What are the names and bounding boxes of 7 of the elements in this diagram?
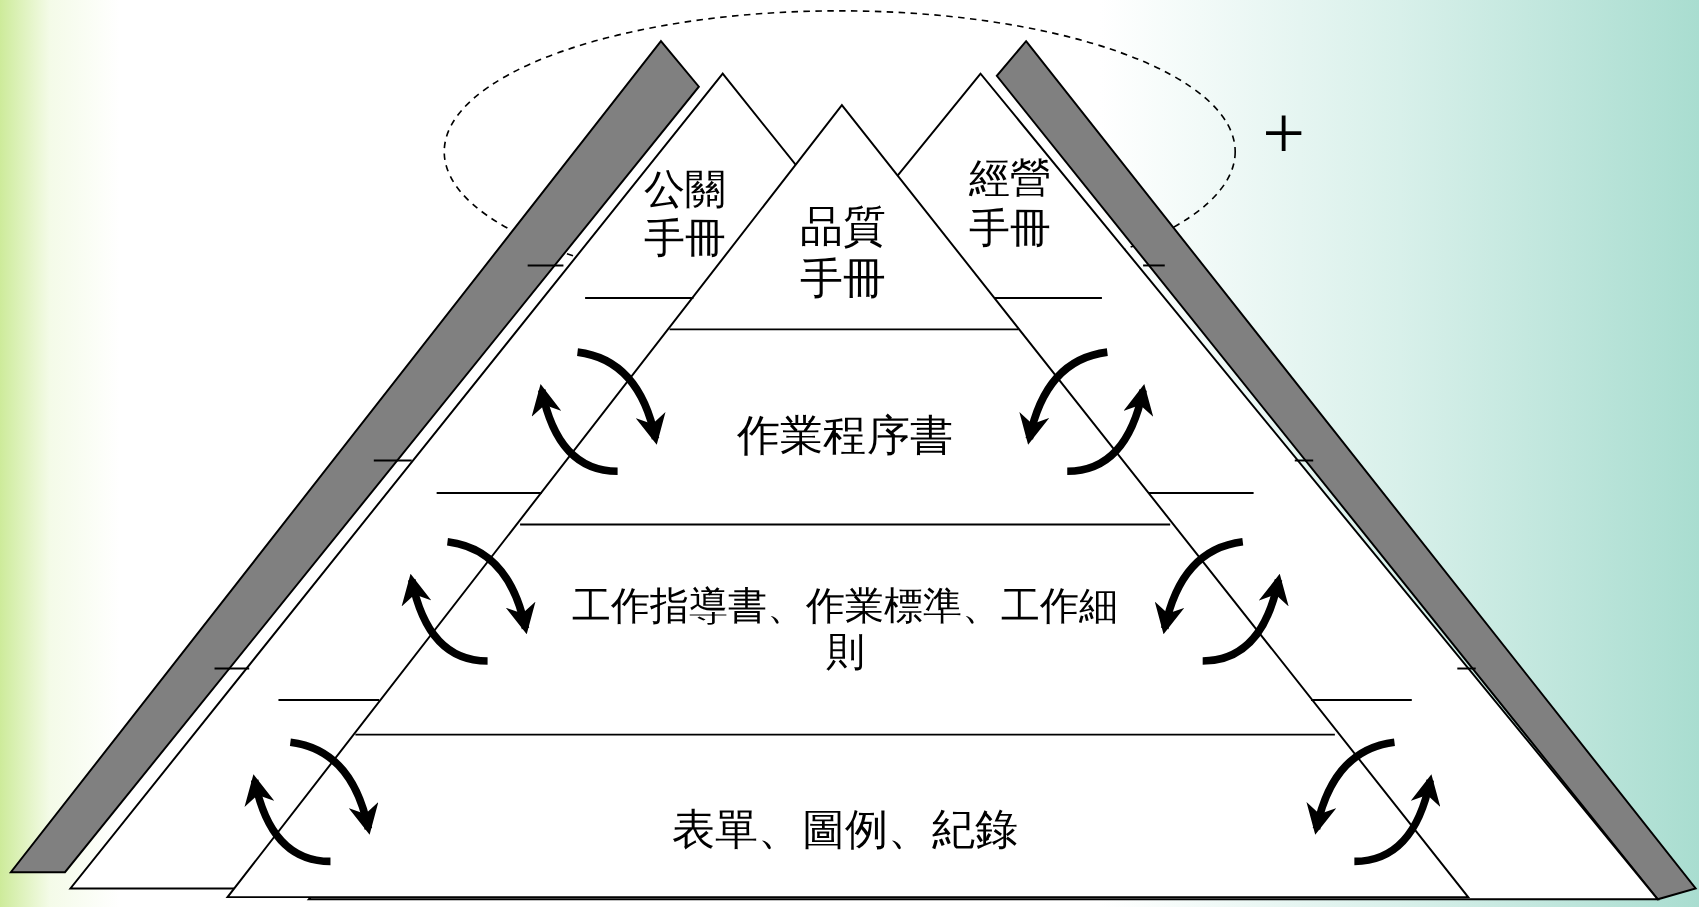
tier-label: 作業程序書 [650, 409, 1041, 462]
plus-sign: + [1262, 95, 1306, 172]
tier-label: 工作指導書、作業標準、工作細則 [563, 582, 1127, 677]
tier-label: 公關手冊 [633, 164, 737, 264]
tier-label: 品質手冊 [788, 200, 898, 305]
tier-label: 經營手冊 [955, 153, 1064, 253]
tier-label: 表單、圖例、紀錄 [606, 803, 1084, 856]
